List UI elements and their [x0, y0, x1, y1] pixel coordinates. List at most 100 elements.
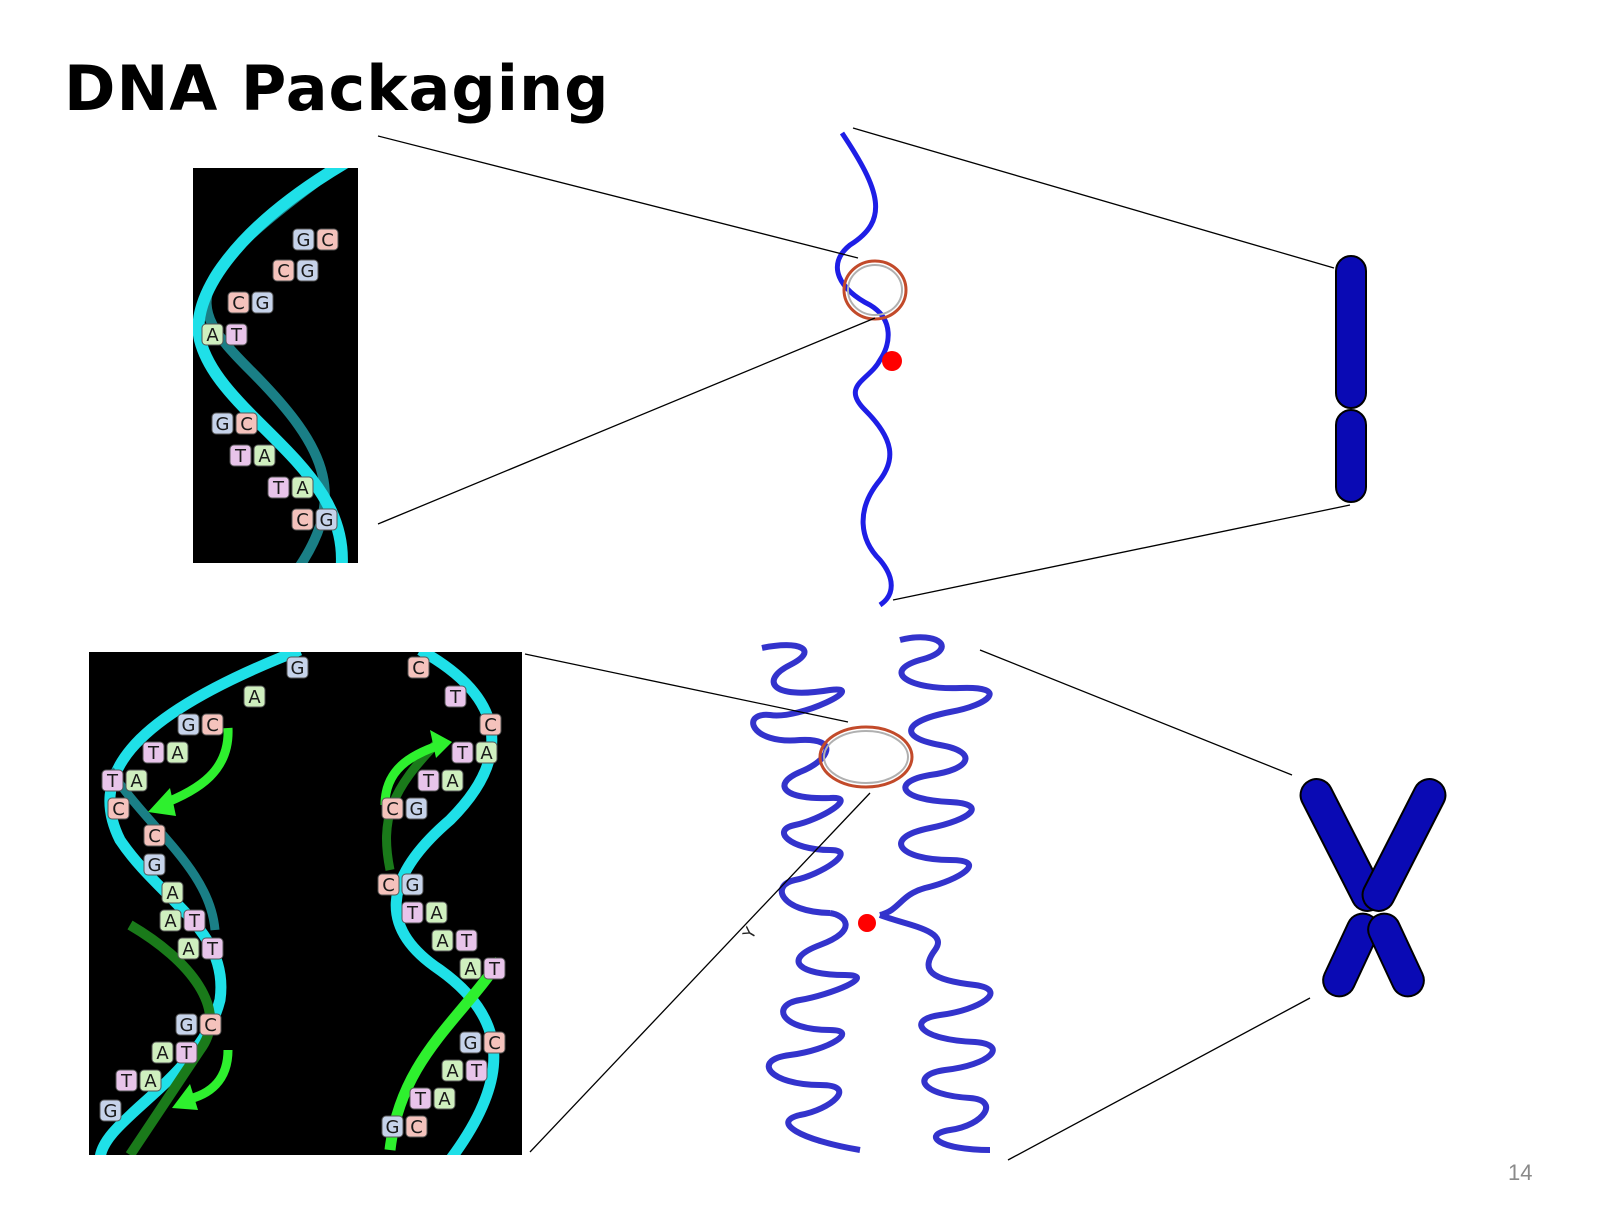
base-letter: T — [414, 1089, 427, 1110]
coil-lower-right — [878, 912, 996, 1153]
base-box — [201, 937, 224, 960]
base-letter: C — [410, 1117, 423, 1138]
base-letter: C — [206, 715, 219, 736]
base-letter: C — [488, 1033, 501, 1054]
base-letter: T — [180, 1043, 193, 1064]
left-arrowhead-upper — [148, 788, 176, 816]
base-letter: C — [484, 715, 497, 736]
highlight-ring-bottom-inner — [823, 730, 909, 784]
base-g-right: G — [251, 291, 274, 314]
base-g-left: G — [292, 228, 315, 251]
base-box — [177, 713, 200, 736]
base-letter: A — [438, 1089, 451, 1110]
base-box — [479, 713, 502, 736]
base-letter: T — [406, 903, 419, 924]
base-letter: T — [206, 939, 219, 960]
leader-line — [524, 653, 849, 723]
leader-line — [892, 504, 1351, 601]
base-a-left: A — [201, 323, 224, 346]
base-t-left: T — [451, 741, 474, 764]
base-a-right: A — [243, 685, 266, 708]
base-box — [151, 1041, 174, 1064]
base-pair: C — [143, 824, 166, 847]
chromatid-lower-left — [1322, 912, 1380, 998]
base-letter: G — [301, 261, 315, 282]
base-letter: A — [182, 939, 195, 960]
base-t-right: T — [175, 1041, 198, 1064]
base-box — [425, 901, 448, 924]
base-box — [159, 909, 182, 932]
base-box — [409, 1087, 432, 1110]
base-g-right: G — [315, 508, 338, 531]
base-pair: T — [444, 685, 467, 708]
base-box — [296, 259, 319, 282]
base-box — [161, 881, 184, 904]
base-c-left: C — [227, 291, 250, 314]
base-box — [251, 291, 274, 314]
centromere-dot-top — [882, 351, 902, 371]
base-box — [166, 741, 189, 764]
base-box — [475, 741, 498, 764]
base-g-left: G — [177, 713, 200, 736]
base-letter: A — [258, 446, 271, 467]
base-box — [142, 741, 165, 764]
base-letter: G — [297, 230, 311, 251]
base-box — [225, 323, 248, 346]
base-t-right: T — [455, 929, 478, 952]
base-box — [227, 291, 250, 314]
base-letter: A — [464, 959, 477, 980]
base-box — [107, 797, 130, 820]
base-letter: A — [166, 883, 179, 904]
base-c-left: C — [377, 873, 400, 896]
base-letter: G — [386, 1117, 400, 1138]
base-box — [455, 929, 478, 952]
base-a-left: A — [431, 929, 454, 952]
base-letter: C — [112, 799, 125, 820]
slide-title: DNA Packaging — [64, 52, 610, 125]
replicated-chromosome — [1299, 778, 1447, 998]
base-letter: T — [234, 446, 247, 467]
base-box — [99, 1099, 122, 1122]
base-letter: A — [446, 771, 459, 792]
base-letter: C — [386, 799, 399, 820]
base-a-right: A — [425, 901, 448, 924]
base-letter: G — [104, 1101, 118, 1122]
base-letter: A — [446, 1061, 459, 1082]
base-c-right: C — [235, 412, 258, 435]
chromatid-lower-right — [1367, 912, 1425, 998]
base-c-left: C — [272, 259, 295, 282]
base-letter: C — [277, 261, 290, 282]
base-letter: C — [382, 875, 395, 896]
base-letter: C — [204, 1015, 217, 1036]
base-t-right: T — [201, 937, 224, 960]
base-letter: T — [272, 478, 285, 499]
base-g-right: G — [286, 656, 309, 679]
base-pair: A — [243, 685, 266, 708]
base-box — [407, 656, 430, 679]
base-letter: C — [412, 658, 425, 679]
base-c-right: C — [143, 824, 166, 847]
base-box — [267, 476, 290, 499]
base-letter: G — [148, 855, 162, 876]
left-arrowhead-lower — [172, 1084, 198, 1110]
coil-upper-right — [879, 634, 993, 918]
helix-front-strand — [193, 168, 349, 563]
base-pair: A — [161, 881, 184, 904]
base-g-left: G — [381, 1115, 404, 1138]
base-box — [441, 1059, 464, 1082]
base-letter: A — [480, 743, 493, 764]
base-a-right: A — [291, 476, 314, 499]
